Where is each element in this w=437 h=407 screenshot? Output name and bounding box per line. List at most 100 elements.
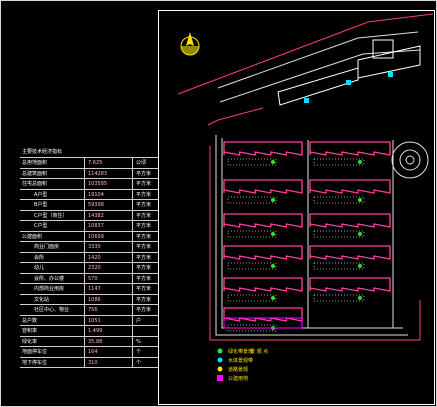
site-boundary bbox=[177, 13, 433, 341]
roads bbox=[215, 31, 421, 336]
row-value: 570 bbox=[88, 275, 98, 282]
row-value: 1.499 bbox=[88, 328, 103, 334]
row-unit: 平方米 bbox=[136, 265, 152, 271]
row-label: 容积率 bbox=[22, 328, 38, 334]
courtyard-hatch bbox=[313, 294, 365, 302]
row-value: 35.88 bbox=[88, 338, 103, 345]
table-row: 绿化率 35.88% bbox=[20, 335, 158, 348]
courtyard-hatch bbox=[227, 158, 277, 166]
row-value: 14382 bbox=[88, 212, 104, 219]
residential-block bbox=[223, 277, 303, 292]
row-unit: 个 bbox=[136, 349, 142, 355]
courtyard-hatch bbox=[313, 158, 365, 166]
residential-block bbox=[309, 245, 391, 260]
green-marker bbox=[358, 160, 362, 164]
legend-marker-yellow bbox=[217, 366, 223, 372]
row-label: 会所、办公楼 bbox=[34, 275, 65, 282]
row-unit: 平方米 bbox=[136, 233, 152, 240]
row-unit: 平方米 bbox=[136, 286, 152, 292]
courtyard-hatch bbox=[313, 196, 365, 204]
row-value: 114283 bbox=[88, 170, 108, 177]
row-value: 103585 bbox=[88, 181, 108, 187]
row-value: 59398 bbox=[88, 202, 104, 208]
legend-marker-magenta bbox=[217, 375, 223, 381]
table-row: A户型 19104 平方米 bbox=[20, 188, 158, 201]
row-unit: 平方米 bbox=[136, 296, 152, 303]
row-label: 绿化率 bbox=[22, 338, 38, 345]
row-value: 1420 bbox=[88, 254, 101, 261]
site-plan-frame bbox=[158, 10, 435, 405]
row-label: 幼儿 bbox=[34, 265, 45, 271]
legend-item-4: 公建用地 bbox=[228, 375, 248, 382]
table-column-rule bbox=[84, 157, 85, 367]
table-row: 会所 1420 平方米 bbox=[20, 251, 158, 264]
row-label: C户型（商住） bbox=[34, 212, 68, 219]
residential-block bbox=[223, 213, 303, 228]
residential-block bbox=[309, 277, 391, 292]
row-value: 310 bbox=[88, 359, 98, 366]
row-value: 19104 bbox=[88, 191, 104, 198]
row-label: B户型 bbox=[34, 202, 48, 208]
courtyard-hatch bbox=[227, 294, 277, 302]
green-marker bbox=[358, 198, 362, 202]
courtyard-hatch bbox=[227, 196, 277, 204]
row-unit: 平方米 bbox=[136, 244, 152, 250]
row-unit: % bbox=[136, 338, 141, 345]
table-row: 容积率 1.499 bbox=[20, 325, 158, 337]
row-unit: 平方米 bbox=[136, 191, 152, 198]
legend-title: 景 观 点 bbox=[250, 348, 268, 355]
green-marker bbox=[271, 198, 275, 202]
row-unit: 平方米 bbox=[136, 307, 152, 313]
row-label: 住宅总面积 bbox=[22, 181, 48, 187]
courtyard-hatch bbox=[313, 230, 365, 238]
row-value: 10699 bbox=[88, 233, 104, 240]
residential-block bbox=[309, 179, 391, 194]
row-unit: 平方米 bbox=[136, 254, 152, 261]
table-row: 商业门面房 3330 平方米 bbox=[20, 241, 158, 253]
row-value: 10837 bbox=[88, 223, 104, 229]
public-building bbox=[223, 317, 303, 329]
row-label: 总户数 bbox=[22, 317, 38, 324]
row-value: 1051 bbox=[88, 317, 101, 324]
row-unit: 平方米 bbox=[136, 223, 152, 229]
row-label: 公建面积 bbox=[22, 233, 43, 240]
table-row: 社区中心、物业 756 平方米 bbox=[20, 304, 158, 316]
green-marker bbox=[358, 232, 362, 236]
residential-block bbox=[223, 307, 303, 322]
residential-block bbox=[309, 213, 391, 228]
row-value: 2320 bbox=[88, 265, 101, 271]
row-label: 社区中心、物业 bbox=[34, 307, 70, 313]
row-label: 总用地面积 bbox=[22, 160, 48, 166]
table-row: C户型（商住） 14382 平方米 bbox=[20, 209, 158, 222]
row-unit: 平方米 bbox=[136, 275, 152, 282]
row-unit: 平方米 bbox=[136, 170, 152, 177]
row-value: 7.625 bbox=[88, 160, 103, 166]
courtyard-hatch bbox=[227, 262, 277, 270]
legend: 景 观 点 绿化带景观 水体景观带 道路景观 公建用地 bbox=[217, 348, 268, 382]
row-value: 1147 bbox=[88, 286, 101, 292]
green-marker bbox=[358, 296, 362, 300]
row-label: 会所 bbox=[34, 254, 45, 261]
row-value: 3330 bbox=[88, 244, 101, 250]
row-label: 总建筑面积 bbox=[22, 170, 48, 177]
legend-marker-cyan bbox=[217, 357, 223, 363]
row-label: 商业门面房 bbox=[34, 244, 60, 250]
table-row: 幼儿 2320 平方米 bbox=[20, 262, 158, 274]
row-unit: 平方米 bbox=[136, 212, 152, 219]
residential-block bbox=[223, 179, 303, 194]
legend-item-3: 道路景观 bbox=[228, 366, 248, 373]
legend-marker-green bbox=[217, 348, 223, 354]
row-value: 756 bbox=[88, 307, 98, 313]
green-marker bbox=[271, 232, 275, 236]
green-marker bbox=[271, 160, 275, 164]
legend-item-1: 绿化带景观 bbox=[228, 348, 253, 355]
row-label: A户型 bbox=[34, 191, 48, 198]
